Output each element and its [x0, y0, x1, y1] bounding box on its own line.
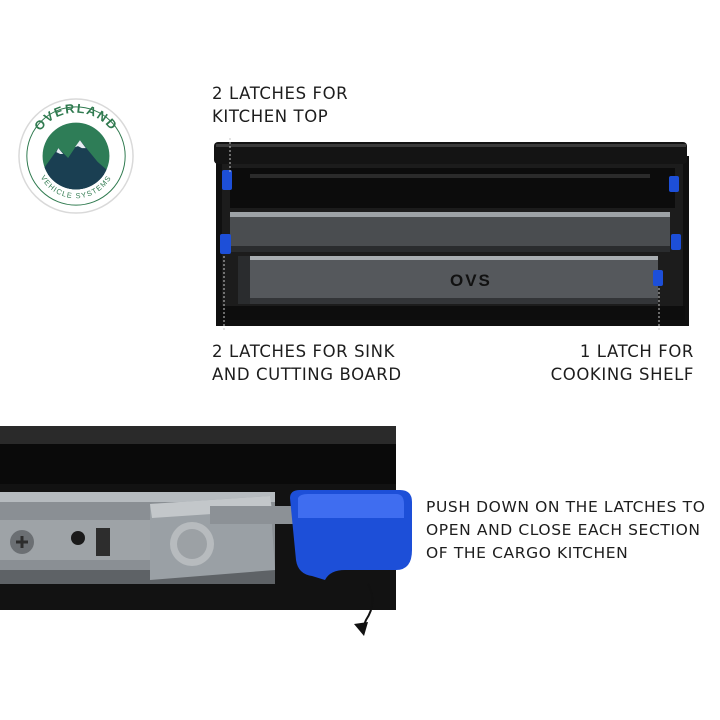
callout-kitchen-top-line-2: KITCHEN TOP: [212, 107, 329, 126]
instruction-line-2: OPEN AND CLOSE EACH SECTION: [426, 521, 701, 539]
callout-sink-line-2: AND CUTTING BOARD: [212, 365, 402, 384]
sink-board-latch-left: [220, 234, 231, 254]
latch-closeup: [0, 420, 415, 642]
callout-cooking-shelf: 1 LATCH FOR COOKING SHELF: [551, 340, 694, 386]
kitchen-top-latch-left: [222, 170, 232, 190]
instruction-line-1: PUSH DOWN ON THE LATCHES TO: [426, 498, 706, 516]
callout-cooking-shelf-line-2: COOKING SHELF: [550, 365, 694, 384]
overland-vehicle-systems-logo: OVERLAND VEHICLE SYSTEMS: [18, 98, 134, 214]
instruction-text: PUSH DOWN ON THE LATCHES TO OPEN AND CLO…: [426, 496, 706, 565]
push-down-arrow-icon: [361, 583, 374, 631]
cooking-shelf-latch: [653, 270, 663, 286]
callout-kitchen-top: 2 LATCHES FOR KITCHEN TOP: [212, 82, 348, 128]
sink-board-latch-right: [671, 234, 681, 250]
callout-kitchen-top-line-1: 2 LATCHES FOR: [212, 84, 349, 103]
callout-cooking-shelf-line-1: 1 LATCH FOR: [579, 342, 694, 361]
ovs-brand-mark: OVS: [450, 271, 492, 290]
instruction-line-3: OF THE CARGO KITCHEN: [426, 544, 629, 562]
sink-cutting-board-tray: [230, 212, 670, 252]
kitchen-top-latch-right: [669, 176, 679, 192]
cooking-shelf-drawer: [248, 256, 658, 304]
callout-sink-cutting-board: 2 LATCHES FOR SINK AND CUTTING BOARD: [212, 340, 402, 386]
callout-sink-line-1: 2 LATCHES FOR SINK: [212, 342, 395, 361]
kitchen-top-lid: [214, 142, 687, 164]
cargo-kitchen-front-view: OVS: [214, 138, 689, 330]
